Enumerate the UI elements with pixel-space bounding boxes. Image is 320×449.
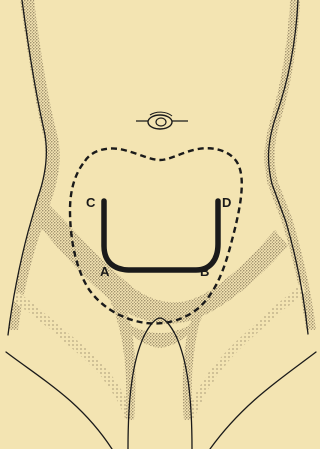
incision-line xyxy=(104,201,218,270)
label-a: A xyxy=(100,264,110,279)
right-flank-shading xyxy=(265,0,316,330)
lower-abdomen-shading xyxy=(36,200,288,324)
left-flank-shading xyxy=(8,0,60,330)
navel-icon xyxy=(136,112,188,129)
label-d: D xyxy=(222,195,231,210)
label-c: C xyxy=(86,195,96,210)
label-b: B xyxy=(200,264,209,279)
